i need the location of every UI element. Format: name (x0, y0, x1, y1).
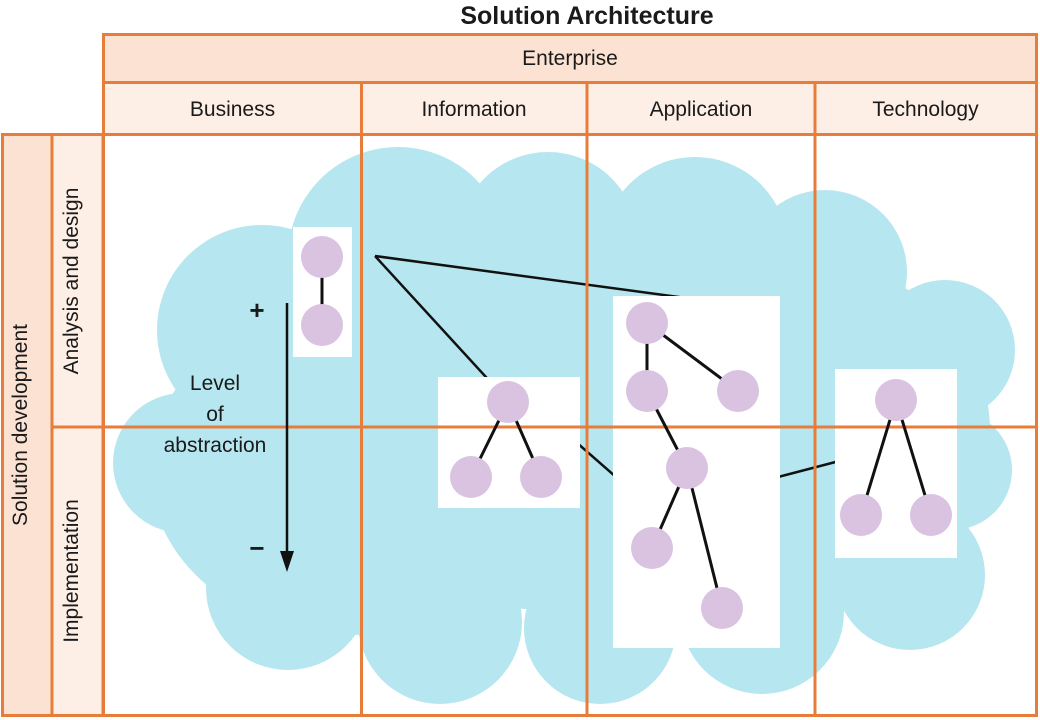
application-header-label: Application (650, 98, 753, 121)
implementation-label: Implementation (60, 499, 83, 643)
abstraction-label-line-1: Level (190, 372, 240, 395)
tree-node (666, 447, 708, 489)
matrix-grid-lines (103, 134, 1037, 716)
connector-business-to-application (374, 254, 687, 300)
tree-node (701, 587, 743, 629)
abstraction-label-line-2: of (206, 403, 224, 426)
information-header-label: Information (421, 98, 526, 121)
tree-node (840, 494, 882, 536)
technology-header-label: Technology (872, 98, 979, 121)
enterprise-header-label: Enterprise (522, 47, 618, 70)
analysis-design-label: Analysis and design (60, 188, 83, 375)
tree-node (626, 370, 668, 412)
abstraction-axis: + − Level of abstraction (164, 295, 294, 572)
tree-node (631, 527, 673, 569)
abstraction-plus-sign: + (249, 295, 264, 325)
business-model-tree (301, 236, 343, 346)
solution-development-cell (1, 133, 54, 717)
tree-node (301, 236, 343, 278)
tree-node (875, 379, 917, 421)
application-model-tree (626, 302, 759, 629)
business-header-label: Business (190, 98, 275, 121)
tree-node (450, 456, 492, 498)
solution-development-label: Solution development (9, 324, 32, 526)
tree-node (301, 304, 343, 346)
abstraction-arrow-head-icon (280, 551, 294, 572)
tree-node (717, 370, 759, 412)
connector-business-to-information (374, 255, 508, 401)
row-headers: Solution development Analysis and design… (1, 133, 105, 717)
tree-node (910, 494, 952, 536)
implementation-cell (50, 425, 105, 717)
technology-model-tree (840, 379, 952, 536)
abstraction-label-line-3: abstraction (164, 434, 267, 457)
tree-node (520, 456, 562, 498)
abstraction-minus-sign: − (249, 533, 264, 563)
page-title: Solution Architecture (460, 2, 713, 30)
tree-node (487, 381, 529, 423)
information-model-tree (450, 381, 562, 498)
enterprise-header-cell (102, 33, 1038, 84)
table-headers: Enterprise Business Information Applicat… (102, 33, 1038, 136)
tree-node (626, 302, 668, 344)
